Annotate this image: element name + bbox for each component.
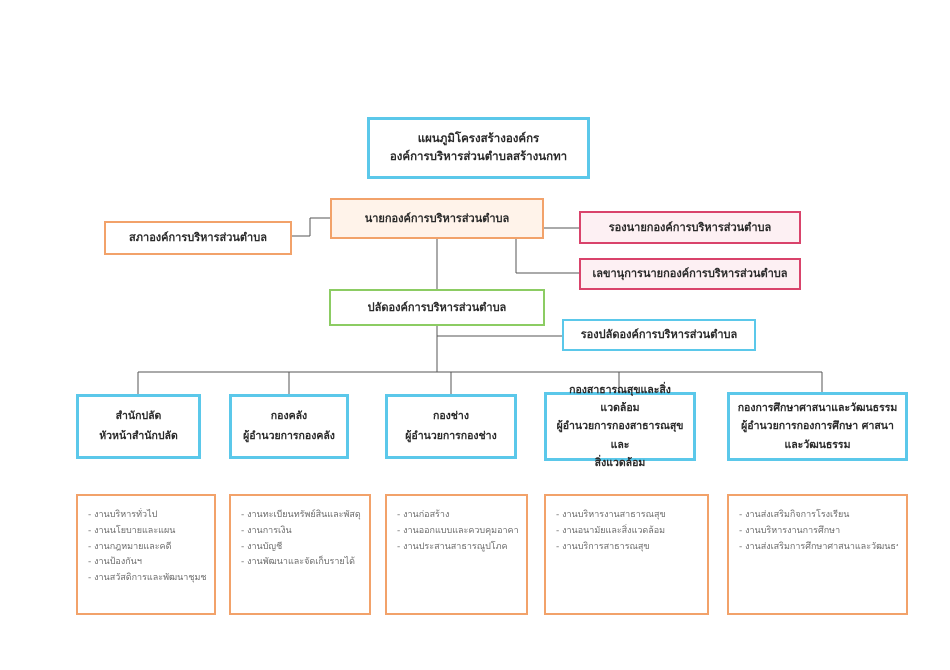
chart-title-line2: องค์การบริหารส่วนตำบลสร้างนกทา [389,149,568,163]
deputy-chief-label: รองนายกองค์การบริหารส่วนตำบล [608,220,772,234]
department-box-finance: กองคลัง ผู้อำนวยการกองคลัง [229,394,349,459]
department-head: หัวหน้าสำนักปลัด [99,429,178,442]
chart-title-line1: แผนภูมิโครงสร้างองค์กร [417,131,540,146]
task-item: งานบัญชี [241,540,361,556]
task-list-public-health: งานบริหารงานสาธารณสุข งานอนามัยและสิ่งแว… [544,494,709,615]
department-head: ผู้อำนวยการกองช่าง [405,429,497,442]
deputy-permanent-secretary-box: รองปลัดองค์การบริหารส่วนตำบล [562,319,756,351]
task-item: งานออกแบบและควบคุมอาคาร [397,524,518,540]
department-head-continued: สิ่งแวดล้อม [594,457,646,470]
department-head: ผู้อำนวยการกองการศึกษา ศาสนา [741,420,894,433]
council-box: สภาองค์การบริหารส่วนตำบล [104,221,292,255]
chief-executive-box: นายกองค์การบริหารส่วนตำบล [330,198,544,239]
task-item: งานการเงิน [241,524,361,540]
department-box-public-health: กองสาธารณสุขและสิ่งแวดล้อม ผู้อำนวยการกอ… [544,384,696,469]
department-box-education: กองการศึกษาศาสนาและวัฒนธรรม ผู้อำนวยการก… [727,392,908,461]
deputy-chief-box: รองนายกองค์การบริหารส่วนตำบล [579,211,801,244]
task-list-engineering: งานก่อสร้าง งานออกแบบและควบคุมอาคาร งานป… [385,494,528,615]
task-item: งานนโยบายและแผน [88,524,206,540]
task-item: งานทะเบียนทรัพย์สินและพัสดุ [241,508,361,524]
department-head-continued: และวัฒนธรรม [784,438,851,451]
task-item: งานป้องกันฯ [88,555,206,571]
department-name: กองสาธารณสุขและสิ่งแวดล้อม [569,383,671,414]
department-name: กองการศึกษาศาสนาและวัฒนธรรม [737,401,898,414]
task-item: งานสวัสดิการและพัฒนาชุมชน [88,571,206,587]
department-name: กองคลัง [270,409,308,422]
task-item: งานส่งเสริมกิจการโรงเรียน [739,508,898,524]
task-item: งานบริหารทั่วไป [88,508,206,524]
task-list-office: งานบริหารทั่วไป งานนโยบายและแผน งานกฎหมา… [76,494,216,615]
council-label: สภาองค์การบริหารส่วนตำบล [129,231,267,245]
task-item: งานบริหารงานสาธารณสุข [556,508,699,524]
permanent-secretary-label: ปลัดองค์การบริหารส่วนตำบล [367,300,507,314]
department-box-office: สำนักปลัด หัวหน้าสำนักปลัด [76,394,201,459]
task-item: งานบริหารงานการศึกษา [739,524,898,540]
task-item: งานพัฒนาและจัดเก็บรายได้ [241,555,361,571]
secretary-box: เลขานุการนายกองค์การบริหารส่วนตำบล [579,258,801,290]
task-list-education: งานส่งเสริมกิจการโรงเรียน งานบริหารงานกา… [727,494,908,615]
task-item: งานก่อสร้าง [397,508,518,524]
department-name: กองช่าง [433,409,469,422]
task-item: งานอนามัยและสิ่งแวดล้อม [556,524,699,540]
department-head: ผู้อำนวยการกองสาธารณสุขและ [556,420,684,451]
department-name: สำนักปลัด [115,409,162,422]
secretary-label: เลขานุการนายกองค์การบริหารส่วนตำบล [592,267,788,281]
permanent-secretary-box: ปลัดองค์การบริหารส่วนตำบล [329,289,545,326]
task-list-finance: งานทะเบียนทรัพย์สินและพัสดุ งานการเงิน ง… [229,494,371,615]
task-item: งานส่งเสริมการศึกษาศาสนาและวัฒนธรรม [739,540,898,556]
deputy-permanent-secretary-label: รองปลัดองค์การบริหารส่วนตำบล [580,328,738,342]
department-box-engineering: กองช่าง ผู้อำนวยการกองช่าง [385,394,517,459]
chart-title-box: แผนภูมิโครงสร้างองค์กร องค์การบริหารส่วน… [367,117,590,179]
department-head: ผู้อำนวยการกองคลัง [243,429,335,442]
task-item: งานบริการสาธารณสุข [556,540,699,556]
task-item: งานกฎหมายและคดี [88,540,206,556]
task-item: งานประสานสาธารณูปโภค [397,540,518,556]
chief-executive-label: นายกองค์การบริหารส่วนตำบล [364,211,510,225]
